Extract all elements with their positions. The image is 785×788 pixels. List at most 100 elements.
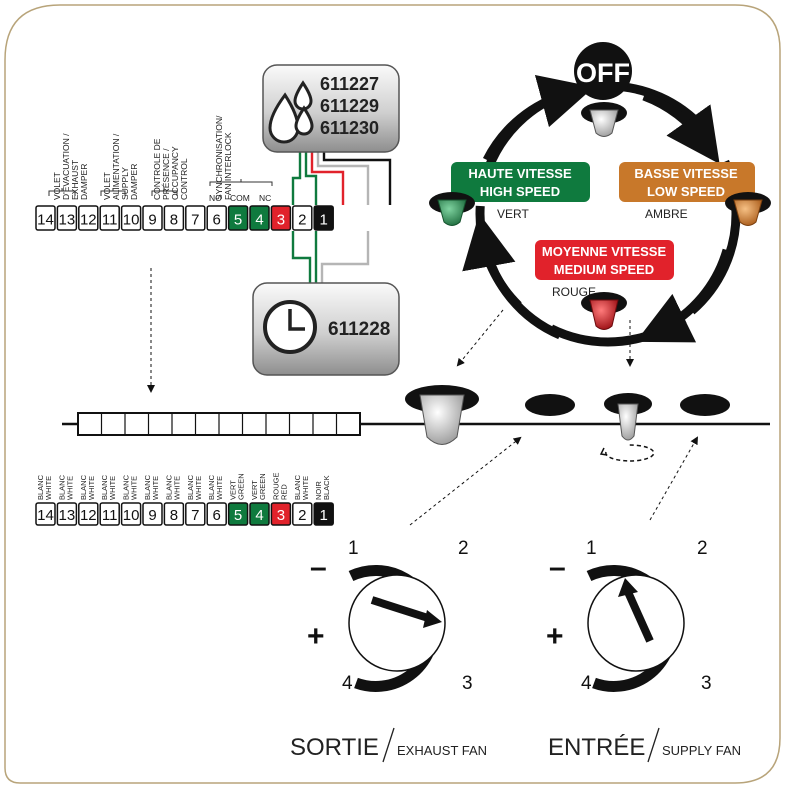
minus-sign: – (549, 551, 566, 584)
terminal-5: 5 (227, 205, 249, 231)
exhaust-damper-label: VOLET D'ÉVACUATION / EXHAUST DAMPER (52, 131, 89, 200)
dial-pointer (370, 596, 442, 628)
terminal-label: 4 (255, 507, 263, 524)
wire-color-label: BLANCWHITE (207, 474, 224, 500)
terminal-2: 2 (292, 205, 313, 231)
wire-color-label: BLANCWHITE (79, 474, 96, 500)
model-611229: 611229 (320, 96, 379, 116)
terminal-13: 13 (56, 205, 78, 231)
terminal-14: 14 (35, 502, 56, 526)
exhaust-fan-dial[interactable]: 1 2 3 4 – + (307, 538, 473, 694)
svg-text:EXHAUST FAN: EXHAUST FAN (397, 743, 487, 758)
wiring-labels: VOLET D'ÉVACUATION / EXHAUST DAMPER VOLE… (52, 113, 271, 203)
wire-color-label: ROUGERED (271, 472, 288, 500)
terminal-label: 8 (170, 212, 178, 229)
panel-knob-icon (599, 393, 655, 462)
plus-sign: + (546, 620, 564, 653)
terminal-2: 2 (292, 502, 313, 526)
com-label: COM (230, 193, 250, 203)
terminal-4: 4 (249, 502, 270, 526)
svg-text:LOW SPEED: LOW SPEED (647, 184, 725, 199)
terminal-11: 11 (99, 502, 120, 526)
terminal-label: 8 (170, 507, 178, 524)
green-lens-icon (429, 192, 475, 226)
terminal-14: 14 (35, 205, 56, 231)
minus-sign: – (310, 551, 327, 584)
terminal-label: 2 (298, 507, 306, 524)
red-lens-icon (581, 292, 627, 330)
svg-text:HIGH SPEED: HIGH SPEED (480, 184, 560, 199)
svg-text:HAUTE VITESSE: HAUTE VITESSE (468, 166, 572, 181)
svg-text:BASSE VITESSE: BASSE VITESSE (634, 166, 738, 181)
svg-text:MOYENNE VITESSE: MOYENNE VITESSE (542, 244, 667, 259)
svg-text:MEDIUM SPEED: MEDIUM SPEED (554, 262, 654, 277)
svg-text:SORTIE: SORTIE (290, 734, 379, 761)
terminal-label: 11 (102, 212, 118, 229)
interlock-label: SYNCHRONISATION/ FAN INTERLOCK (214, 113, 233, 200)
terminal-label: 6 (213, 212, 221, 229)
terminal-13: 13 (56, 502, 78, 526)
dial-mark-3: 3 (462, 673, 473, 694)
terminal-brackets (48, 179, 273, 196)
terminal-label: 5 (234, 507, 242, 524)
terminal-label: 13 (59, 507, 76, 524)
terminal-label: 1 (320, 212, 328, 229)
board-edge (62, 412, 770, 436)
dial-mark-4: 4 (581, 673, 592, 694)
terminal-label: 14 (37, 507, 54, 524)
no-label: NO (209, 193, 222, 203)
low-speed-badge: BASSE VITESSE LOW SPEED (619, 162, 755, 202)
wire-color-label: BLANCWHITE (36, 474, 53, 500)
dial-pointer (618, 578, 654, 643)
terminal-label: 3 (277, 212, 285, 229)
control-wires (291, 150, 392, 285)
high-speed-badge: HAUTE VITESSE HIGH SPEED (451, 162, 590, 202)
wire-color-label: BLANCWHITE (293, 474, 310, 500)
ambre-label: AMBRE (645, 207, 688, 221)
supply-damper-label: VOLET ALIMENTATION / SUPPLY DAMPER (102, 131, 139, 200)
knob-hole-left (525, 394, 575, 416)
panel-lens-icon (405, 385, 479, 445)
terminal-9: 9 (142, 502, 163, 526)
occupancy-label: CONTROLE DE PRÉSENCE / OCCUPANCY CONTROL (152, 136, 189, 200)
wire-color-label: BLANCWHITE (122, 474, 139, 500)
page-frame (4, 4, 781, 784)
terminal-10: 10 (120, 502, 142, 526)
terminal-5: 5 (227, 502, 249, 526)
wire-color-label: BLANCWHITE (164, 474, 181, 500)
model-611228: 611228 (328, 319, 390, 340)
terminal-1: 1 (313, 205, 334, 231)
knob-hole-right (680, 394, 730, 416)
terminal-7: 7 (185, 502, 206, 526)
terminal-label: 12 (80, 212, 97, 229)
wire-color-label: BLANCWHITE (186, 474, 203, 500)
dial-mark-1: 1 (348, 538, 359, 559)
terminal-label: 9 (148, 212, 156, 229)
terminal-8: 8 (163, 205, 185, 231)
svg-text:ENTRÉE: ENTRÉE (548, 734, 645, 761)
dial-mark-3: 3 (701, 673, 712, 694)
terminal-label: 4 (255, 212, 263, 229)
amber-lens-icon (725, 192, 771, 226)
wire-color-label: BLANCWHITE (100, 474, 117, 500)
exhaust-fan-title: SORTIE EXHAUST FAN (290, 727, 487, 763)
terminal-label: 14 (37, 212, 54, 229)
terminal-label: 10 (123, 212, 140, 229)
dial-mark-2: 2 (458, 538, 469, 559)
terminal-10: 10 (120, 205, 142, 231)
indicator-arrows (147, 268, 698, 526)
terminal-7: 7 (185, 205, 206, 231)
off-indicator: OFF (574, 42, 632, 100)
timer-control: 611228 (252, 282, 400, 376)
humidistat-control: 611227 611229 611230 (262, 64, 400, 153)
terminal-12: 12 (78, 205, 99, 231)
terminal-label: 9 (148, 507, 156, 524)
terminal-label: 11 (102, 507, 118, 524)
vert-label: VERT (497, 207, 529, 221)
terminal-3: 3 (270, 205, 292, 231)
supply-fan-dial[interactable]: 1 2 3 4 – + (546, 538, 712, 694)
medium-speed-badge: MOYENNE VITESSE MEDIUM SPEED (535, 240, 674, 280)
terminal-label: 7 (191, 212, 199, 229)
